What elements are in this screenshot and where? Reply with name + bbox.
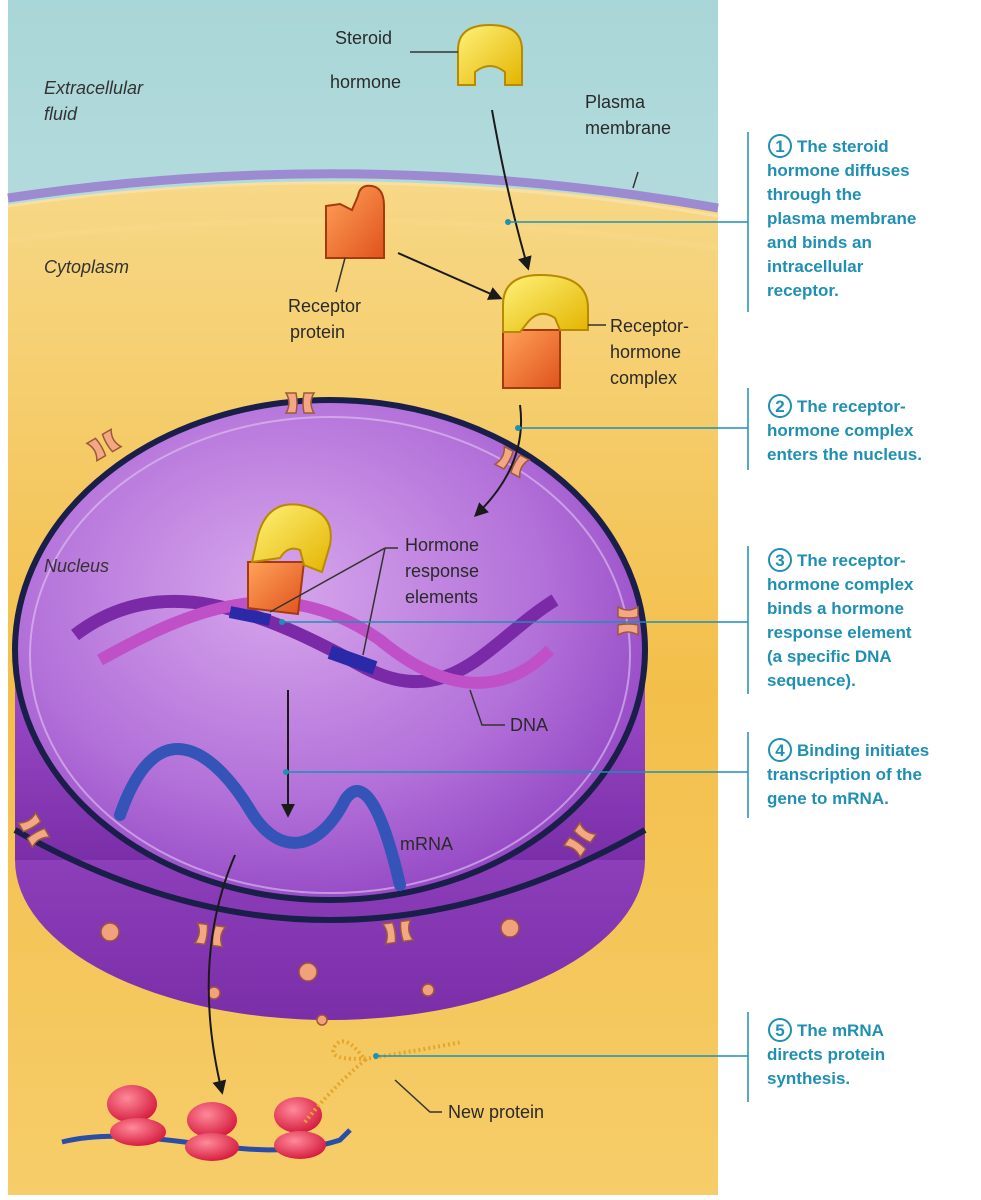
pathway-arrows [207, 109, 532, 1095]
step-3-line4: response element [767, 623, 912, 642]
step-2-line2: hormone complex [767, 421, 914, 440]
label-dna: DNA [510, 715, 548, 735]
step-2-line1: The receptor- [797, 397, 906, 416]
step-3-line3: binds a hormone [767, 599, 904, 618]
label-complex-line2: hormone [610, 342, 681, 362]
receptor-hormone-complex [502, 273, 589, 389]
step-3-line5: (a specific DNA [767, 647, 892, 666]
label-hre-line2: response [405, 561, 479, 581]
step-1-line1: The steroid [797, 137, 889, 156]
step-2: 2 The receptor- hormone complex enters t… [767, 394, 922, 464]
step-2-line3: enters the nucleus. [767, 445, 922, 464]
step-4-line3: gene to mRNA. [767, 789, 889, 808]
step-5-number: 5 [775, 1021, 784, 1040]
plasma-membrane [7, 169, 719, 213]
label-hre-line3: elements [405, 587, 478, 607]
ribosomes [61, 1085, 352, 1161]
step-3-number: 3 [775, 551, 784, 570]
label-receptor-line2: protein [290, 322, 345, 342]
step-1-number: 1 [775, 137, 784, 156]
region-nucleus: Nucleus [44, 556, 109, 576]
steroid-hormone [457, 23, 523, 86]
nuclear-pores [17, 392, 639, 948]
nuclear-pore-rosettes [100, 918, 520, 1026]
step-1-line5: and binds an [767, 233, 872, 252]
label-hre-line1: Hormone [405, 535, 479, 555]
label-new-protein: New protein [448, 1102, 544, 1122]
step-connector-lines [282, 132, 749, 1102]
label-mrna: mRNA [400, 834, 453, 854]
label-receptor-line1: Receptor [288, 296, 361, 316]
step-3-line2: hormone complex [767, 575, 914, 594]
mrna-strand [114, 743, 406, 891]
step-4-line1: Binding initiates [797, 741, 929, 760]
label-plasma-line2: membrane [585, 118, 671, 138]
step-4-number: 4 [775, 741, 785, 760]
step-1-line3: through the [767, 185, 861, 204]
step-3-line6: sequence). [767, 671, 856, 690]
label-plasma-line1: Plasma [585, 92, 646, 112]
step-5-line2: directs protein [767, 1045, 885, 1064]
step-1-line6: intracellular [767, 257, 864, 276]
label-complex-line1: Receptor- [610, 316, 689, 336]
receptor-protein [325, 184, 385, 259]
connector-dots [279, 219, 521, 1059]
label-complex-line3: complex [610, 368, 677, 388]
step-1: 1 The steroid hormone diffuses through t… [767, 134, 916, 300]
step-4: 4 Binding initiates transcription of the… [767, 738, 929, 808]
region-extracellular-line2: fluid [44, 104, 78, 124]
region-cytoplasm: Cytoplasm [44, 257, 129, 277]
region-extracellular-line1: Extracellular [44, 78, 144, 98]
step-3: 3 The receptor- hormone complex binds a … [767, 548, 914, 690]
step-1-line2: hormone diffuses [767, 161, 910, 180]
dna-double-helix [71, 594, 559, 689]
step-4-line2: transcription of the [767, 765, 922, 784]
step-5: 5 The mRNA directs protein synthesis. [767, 1018, 885, 1088]
step-1-line4: plasma membrane [767, 209, 916, 228]
step-1-line7: receptor. [767, 281, 839, 300]
step-5-line3: synthesis. [767, 1069, 850, 1088]
label-steroid-line1: Steroid [335, 28, 392, 48]
new-protein-chain [303, 1039, 463, 1124]
nucleus [12, 397, 648, 1020]
step-5-line1: The mRNA [797, 1021, 884, 1040]
label-steroid-line2: hormone [330, 72, 401, 92]
step-2-number: 2 [775, 397, 784, 416]
label-leader-lines [269, 51, 639, 1113]
step-3-line1: The receptor- [797, 551, 906, 570]
